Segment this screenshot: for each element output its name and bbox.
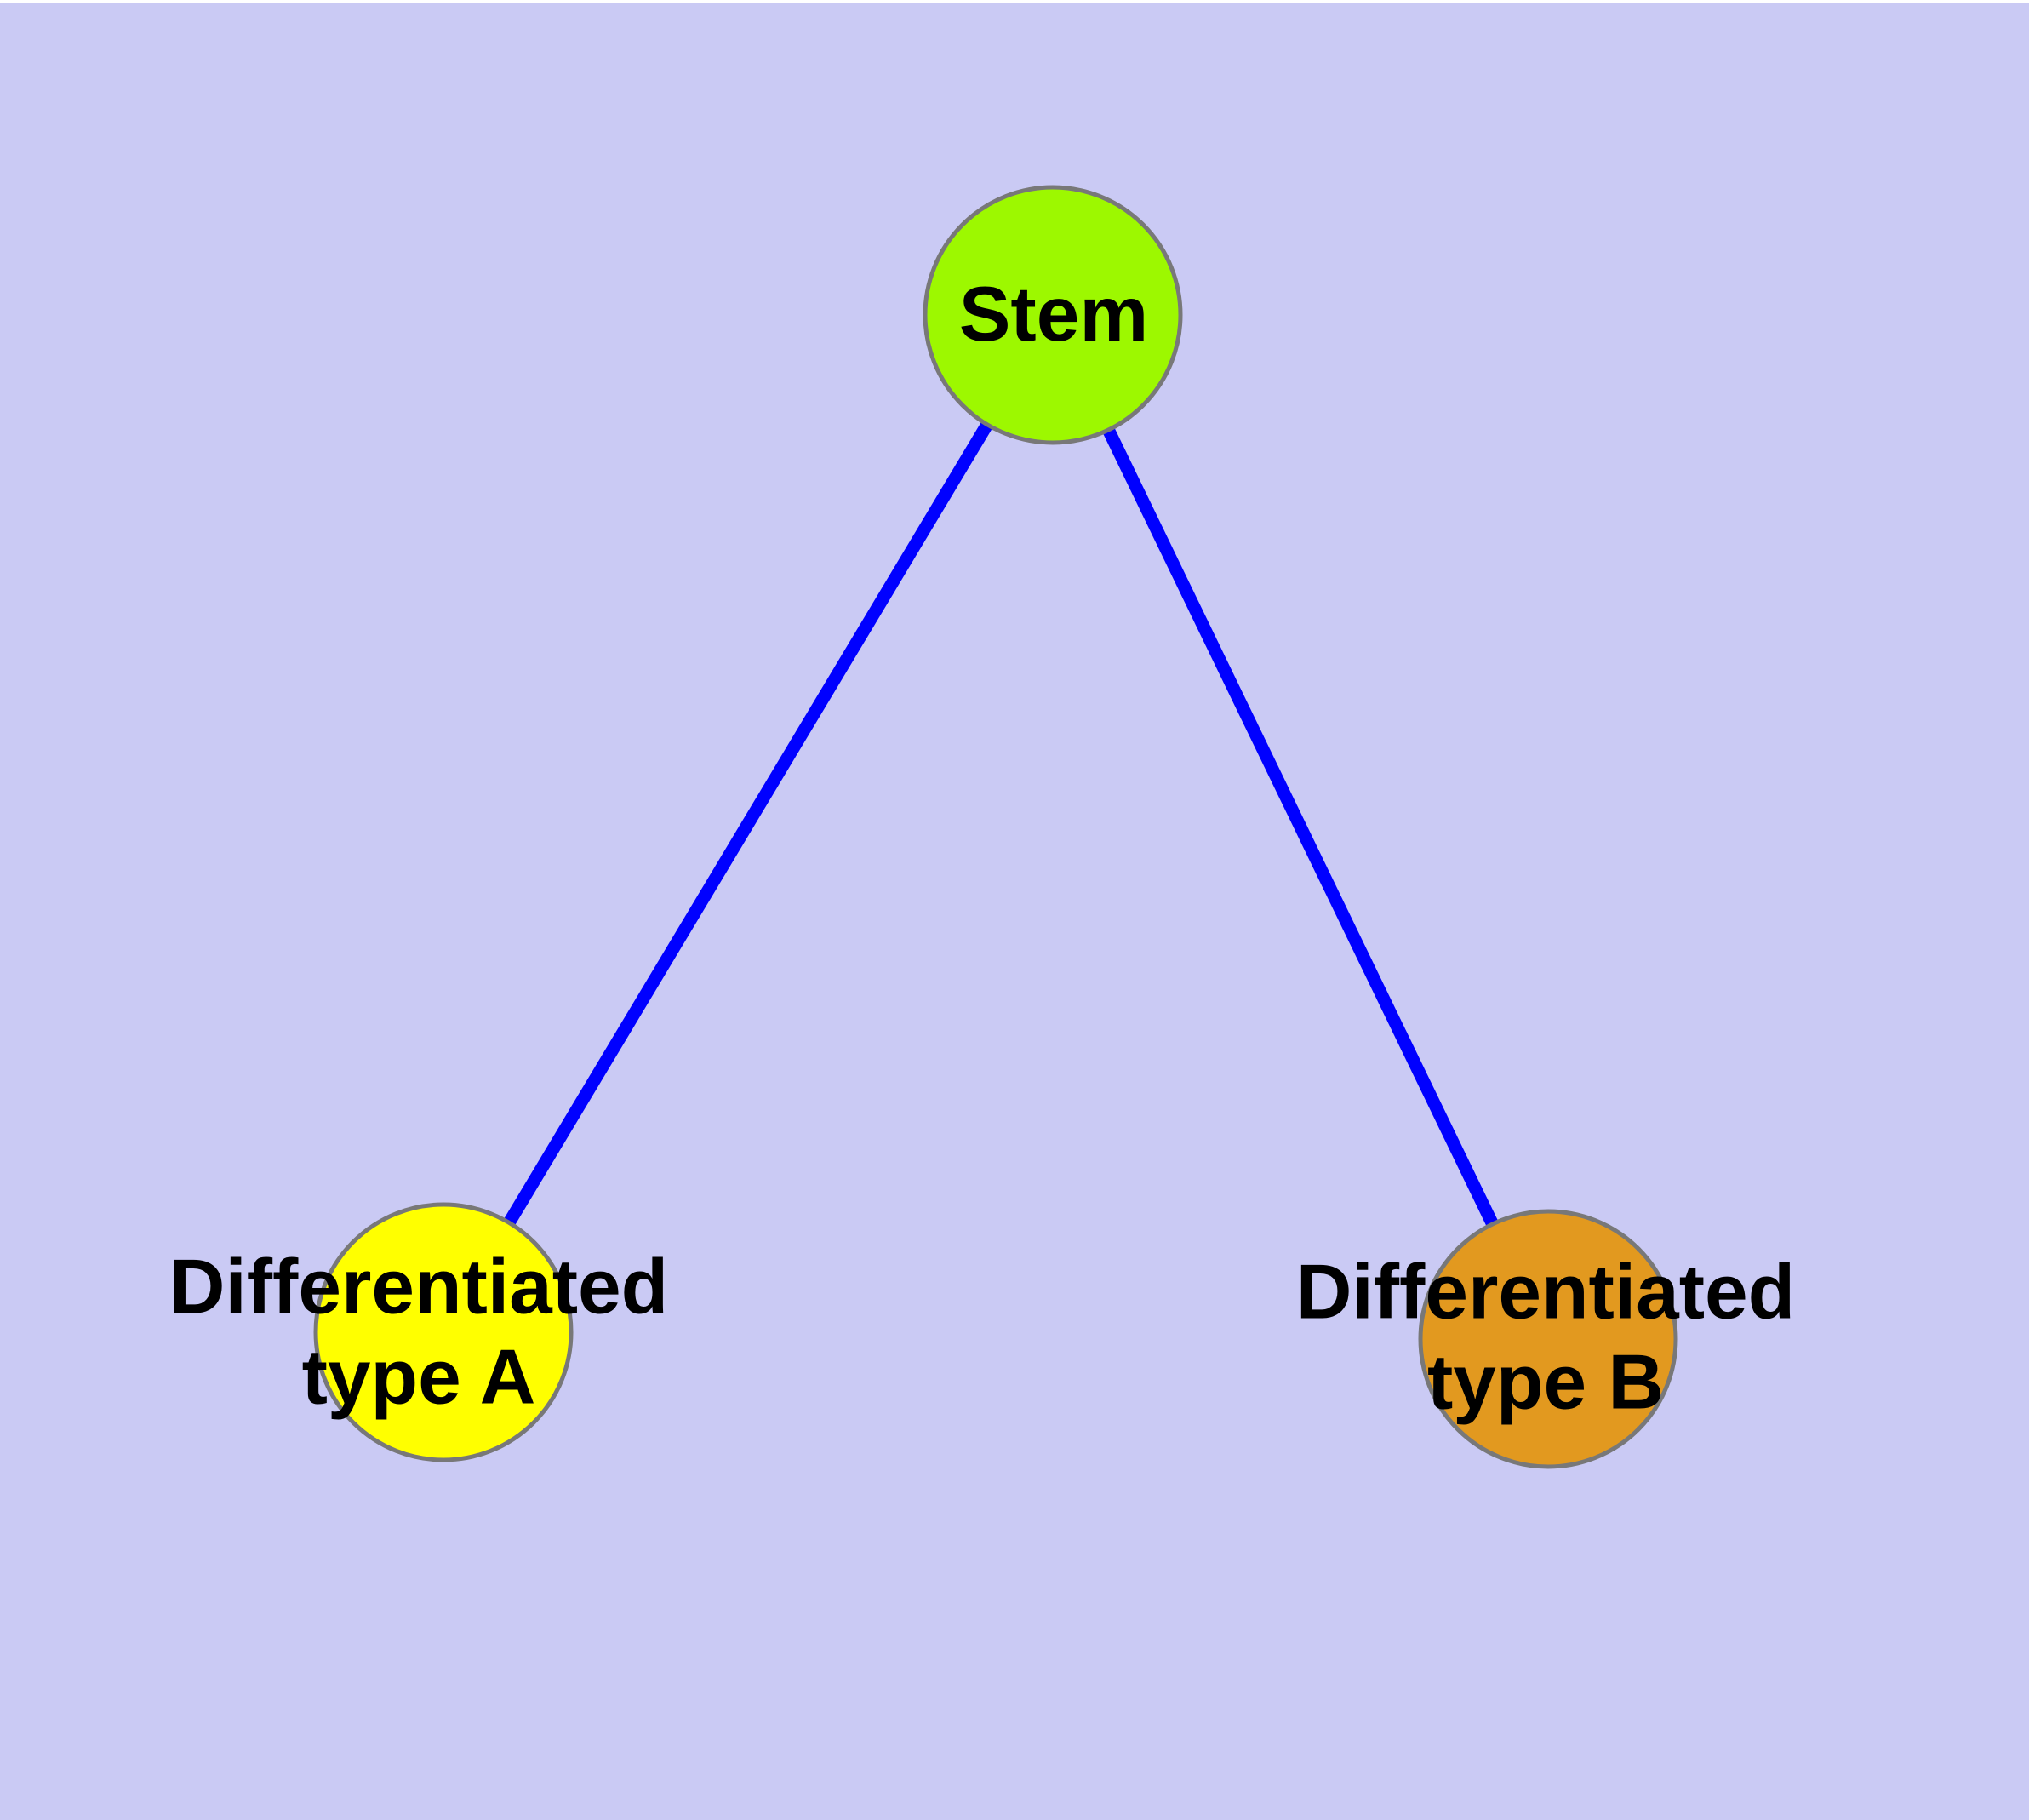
node-type-b-label: Differentiated type B: [1295, 1249, 1796, 1426]
node-type-a-label: Differentiated type A: [169, 1244, 669, 1421]
top-border-strip: [0, 0, 2029, 3]
edge-stem-to-type-b: [1047, 312, 1554, 1342]
node-stem-label: Stem: [958, 271, 1149, 358]
node-type-a-circle: [313, 1202, 574, 1462]
edge-stem-to-type-a: [437, 312, 1059, 1336]
node-type-b-circle: [1418, 1209, 1678, 1469]
node-stem-circle: [923, 185, 1183, 445]
